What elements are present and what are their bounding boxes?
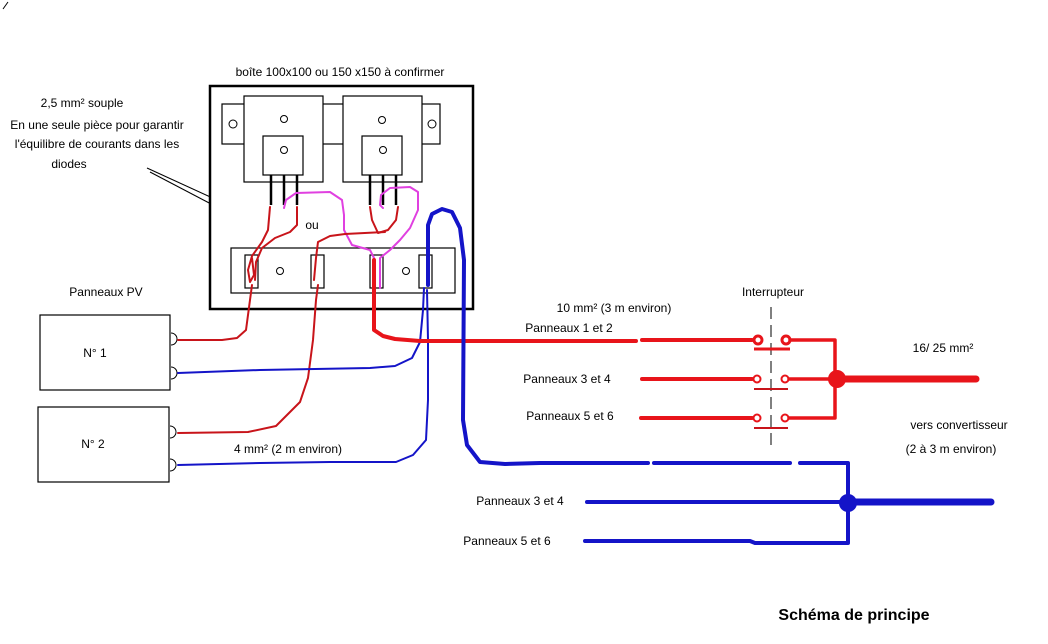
switch-label: Interrupteur bbox=[742, 285, 804, 299]
diode-1 bbox=[262, 135, 304, 176]
blue-wire-segment-3 bbox=[798, 461, 850, 544]
annotation-line-2: En une seule pièce pour garantir bbox=[10, 118, 183, 132]
annotation-line-1: 2,5 mm² souple bbox=[41, 96, 124, 110]
annotation-line-4: diodes bbox=[51, 157, 86, 171]
corner-mark bbox=[2, 1, 9, 10]
diode-heatsinks bbox=[221, 95, 441, 205]
red-line-3-label: Panneaux 5 et 6 bbox=[526, 409, 614, 423]
red-wire-panels-1-2 bbox=[372, 258, 638, 343]
red-line-1-label: Panneaux 1 et 2 bbox=[525, 321, 613, 335]
blue-wire-panels-5-6 bbox=[583, 539, 850, 545]
red-line-2-label: Panneaux 3 et 4 bbox=[523, 372, 611, 386]
blue-line-3-label: Panneaux 5 et 6 bbox=[463, 534, 551, 548]
switch bbox=[752, 307, 792, 445]
internal-wiring bbox=[247, 186, 419, 289]
red-output-bus bbox=[787, 338, 980, 420]
blue-line-2-label: Panneaux 3 et 4 bbox=[476, 494, 564, 508]
converter-label-2: (2 à 3 m environ) bbox=[906, 442, 997, 456]
converter-label-1: vers convertisseur bbox=[910, 418, 1007, 432]
pv-panel-1: N° 1 bbox=[39, 314, 178, 391]
box-label: boîte 100x100 ou 150 x150 à confirmer bbox=[236, 65, 445, 79]
cable-4mm-label: 4 mm² (2 m environ) bbox=[234, 442, 342, 456]
cable-10mm-label: 10 mm² (3 m environ) bbox=[557, 301, 672, 315]
terminal-block bbox=[230, 247, 456, 294]
pv-panel-1-label: N° 1 bbox=[83, 346, 107, 360]
diagram-title: Schéma de principe bbox=[778, 607, 929, 624]
blue-wire-panels-1-2 bbox=[426, 207, 650, 466]
annotation: 2,5 mm² souple En une seule pièce pour g… bbox=[10, 96, 183, 171]
diode-2 bbox=[361, 135, 403, 176]
annotation-line-3: l'équilibre de courants dans les bbox=[15, 137, 179, 151]
ou-label: ou bbox=[305, 218, 318, 232]
pv-panels-heading: Panneaux PV bbox=[69, 285, 142, 299]
pv-panel-2: N° 2 bbox=[37, 406, 177, 483]
output-cable-label: 16/ 25 mm² bbox=[913, 341, 974, 355]
panel-wiring bbox=[177, 284, 429, 466]
pv-panel-2-label: N° 2 bbox=[81, 437, 105, 451]
